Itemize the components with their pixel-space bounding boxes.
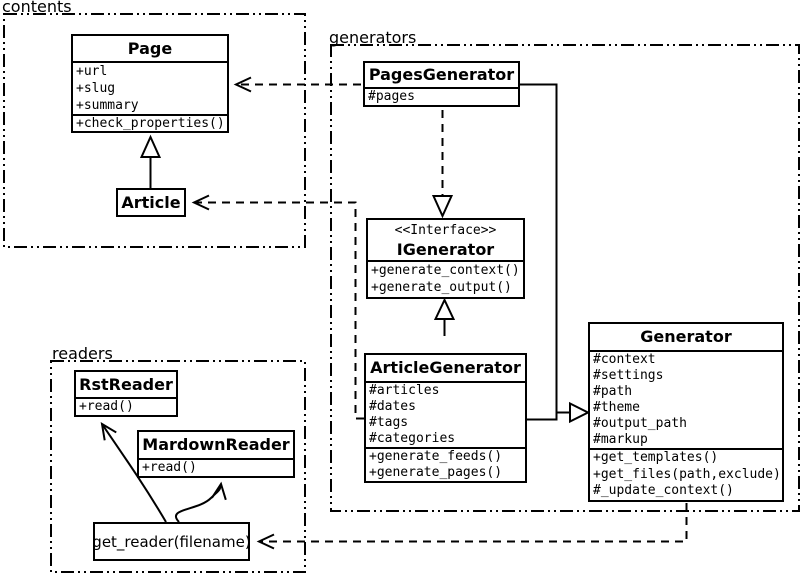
stereotype-label: <<Interface>>	[394, 223, 497, 238]
member-line: #articles	[369, 383, 440, 398]
member-line: +generate_pages()	[369, 465, 503, 480]
member-line: #theme	[593, 400, 640, 415]
dependency-articlegenerator-to-article	[191, 194, 364, 420]
class-title: IGenerator	[396, 240, 495, 259]
member-line: #settings	[593, 368, 664, 383]
class-title: PagesGenerator	[368, 65, 515, 84]
package-contents-border	[3, 13, 306, 248]
member-line: +generate_output()	[371, 280, 512, 295]
package-label-generators: generators	[329, 28, 417, 47]
methods-section: +generate_context() +generate_output()	[368, 260, 523, 297]
member-line: +slug	[76, 81, 116, 96]
member-line: +read()	[79, 399, 134, 414]
class-page: Page +url +slug +summary +check_properties…	[71, 34, 229, 133]
member-line: #output_path	[593, 416, 687, 431]
class-title: Article	[121, 193, 181, 212]
class-pagesgenerator: PagesGenerator #pages	[363, 61, 520, 107]
methods-section: +read()	[76, 397, 176, 415]
class-articlegenerator: ArticleGenerator #articles#dates#tags#ca…	[364, 353, 527, 483]
member-line: #tags	[369, 415, 409, 430]
arrow-getreader-to-rstreader	[100, 422, 167, 523]
member-line: +get_templates()	[593, 450, 719, 465]
class-title: Page	[127, 39, 173, 58]
attributes-section: #articles#dates#tags#categories	[366, 381, 525, 447]
member-line: +summary	[76, 98, 139, 113]
function-label: get_reader(filename)	[92, 532, 251, 551]
member-line: #markup	[593, 432, 648, 447]
member-line: #categories	[369, 431, 456, 446]
member-line: #_update_context()	[593, 483, 734, 499]
methods-section: +generate_feeds()+generate_pages()	[366, 447, 525, 481]
methods-section: +check_properties()	[73, 114, 227, 131]
class-title: RstReader	[79, 375, 173, 394]
member-line: +url	[76, 64, 108, 79]
function-get-reader: get_reader(filename)	[92, 522, 251, 561]
class-title: ArticleGenerator	[370, 358, 521, 377]
class-title: MardownReader	[142, 435, 290, 454]
methods-section: +get_templates()+get_files(path,exclude)…	[590, 448, 782, 500]
class-mardownreader: MardownReader +read()	[137, 430, 295, 478]
class-title: Generator	[640, 327, 732, 346]
member-line: +generate_feeds()	[369, 449, 503, 464]
package-generators-border	[330, 44, 800, 512]
class-generator: Generator #context#settings#path#theme#o…	[588, 322, 784, 502]
member-line: #dates	[369, 399, 416, 414]
package-label-readers: readers	[52, 344, 113, 363]
package-readers-border	[50, 360, 306, 573]
attributes-section: #pages	[365, 87, 518, 105]
realization-articlegenerator-to-igenerator	[433, 297, 456, 336]
package-label-contents: contents	[2, 0, 72, 16]
class-rstreader: RstReader +read()	[74, 370, 178, 417]
class-header: <<Interface>> IGenerator	[368, 220, 523, 260]
member-line: +generate_context()	[371, 263, 520, 278]
class-article: Article	[116, 188, 186, 217]
class-igenerator: <<Interface>> IGenerator +generate_conte…	[366, 218, 525, 299]
member-line: +read()	[142, 460, 197, 475]
attributes-section: +url +slug +summary	[73, 61, 227, 114]
member-line: #pages	[368, 89, 415, 104]
arrow-getreader-to-mardownreader	[175, 481, 227, 523]
member-line: #context	[593, 352, 656, 367]
dependency-generator-to-getreader	[256, 503, 688, 550]
member-line: #path	[593, 384, 633, 399]
member-line: +get_files(path,exclude)	[593, 466, 781, 482]
member-line: +check_properties()	[76, 116, 225, 131]
inheritance-article-to-page	[139, 134, 162, 188]
realization-pagesgenerator-to-igenerator	[431, 110, 454, 219]
inheritance-generators-to-generator	[519, 83, 591, 424]
attributes-section: #context#settings#path#theme#output_path…	[590, 350, 782, 448]
methods-section: +read()	[139, 458, 293, 476]
